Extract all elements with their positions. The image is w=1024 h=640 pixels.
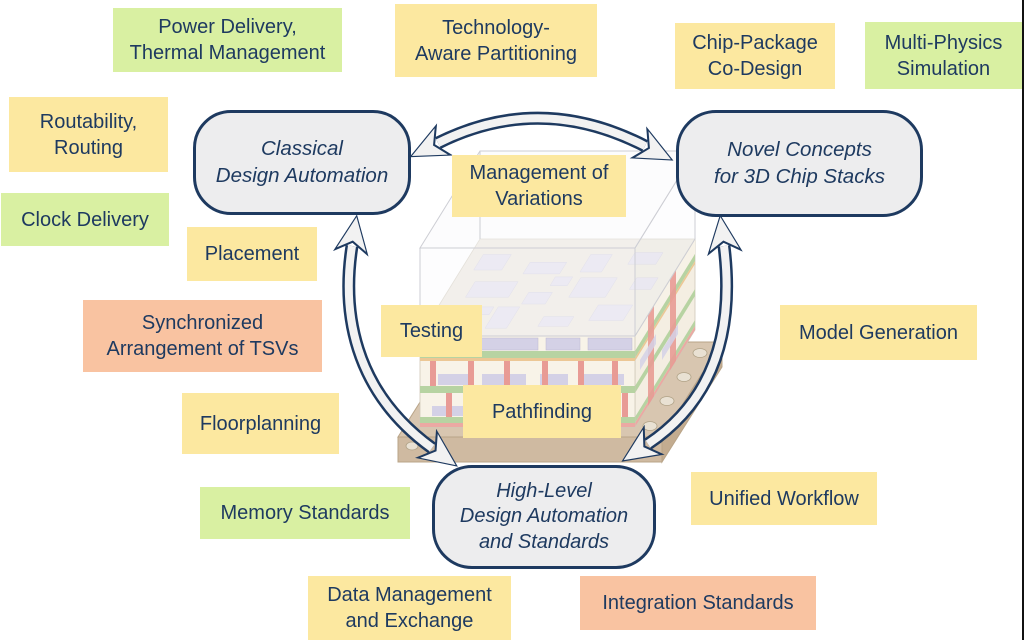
node-novel-concepts: Novel Concepts for 3D Chip Stacks (676, 110, 923, 217)
label-chip-package: Chip-Package Co-Design (675, 23, 835, 89)
screen-right-border (1022, 0, 1024, 640)
label-power-delivery: Power Delivery, Thermal Management (113, 8, 342, 72)
arrow-classical-highlevel (332, 214, 458, 467)
label-testing: Testing (381, 305, 482, 357)
label-data-management: Data Management and Exchange (308, 576, 511, 640)
label-clock-delivery: Clock Delivery (1, 193, 169, 246)
label-multi-physics: Multi-Physics Simulation (865, 22, 1022, 89)
label-floorplanning: Floorplanning (182, 393, 339, 454)
label-placement: Placement (187, 227, 317, 281)
node-high-level-design-automation: High-Level Design Automation and Standar… (432, 465, 656, 569)
arrow-novel-highlevel (621, 214, 743, 462)
label-routability: Routability, Routing (9, 97, 168, 172)
label-memory-standards: Memory Standards (200, 487, 410, 539)
label-unified-workflow: Unified Workflow (691, 472, 877, 525)
label-synchronized-tsvs: Synchronized Arrangement of TSVs (83, 300, 322, 372)
label-pathfinding: Pathfinding (463, 385, 621, 438)
node-classical-design-automation: Classical Design Automation (193, 110, 411, 215)
label-model-generation: Model Generation (780, 305, 977, 360)
arrow-classical-novel (409, 111, 674, 161)
label-technology-aware: Technology- Aware Partitioning (395, 4, 597, 77)
label-integration-standards: Integration Standards (580, 576, 816, 630)
label-management-variations: Management of Variations (452, 155, 626, 217)
